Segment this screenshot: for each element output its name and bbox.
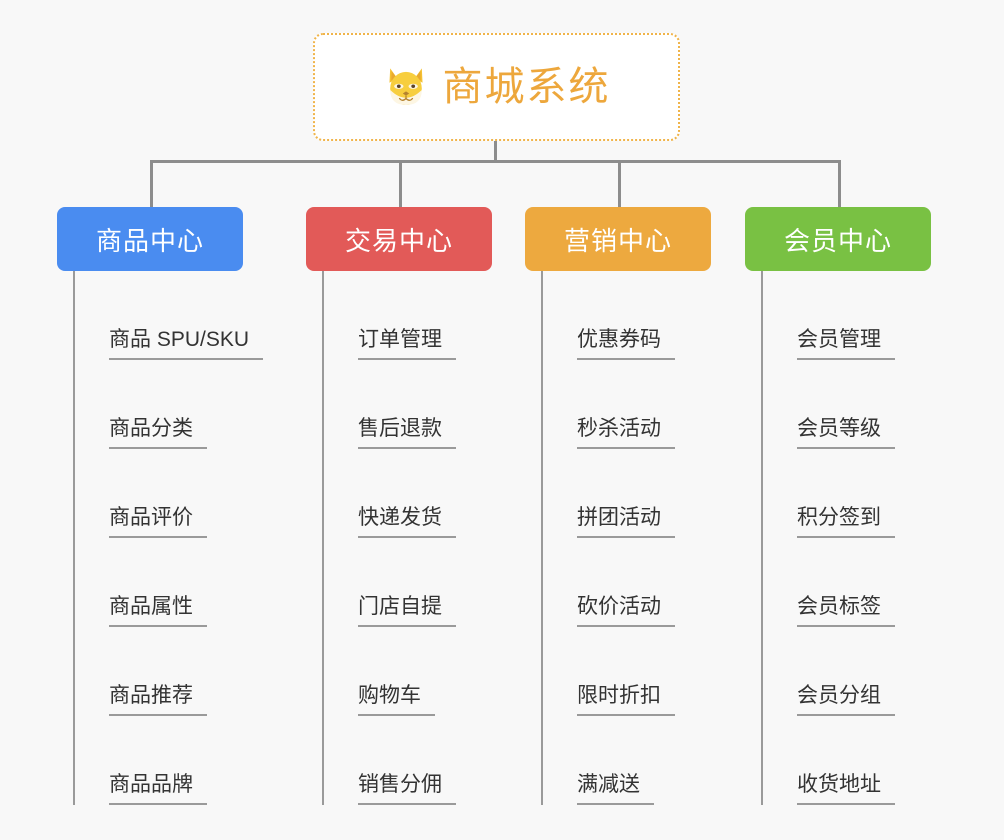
connector-root-stem [494,141,497,162]
branch-column-3: 营销中心 优惠券码 秒杀活动 拼团活动 砍价活动 限时折扣 满减送 [525,207,711,805]
leaf-label: 商品推荐 [109,683,207,716]
leaf-list-2: 订单管理 售后退款 快递发货 门店自提 购物车 销售分佣 [322,271,492,805]
leaf-label: 快递发货 [358,505,456,538]
list-item[interactable]: 积分签到 [763,449,931,538]
leaf-list-4: 会员管理 会员等级 积分签到 会员标签 会员分组 收货地址 [761,271,931,805]
leaf-label: 会员标签 [797,594,895,627]
category-box-3[interactable]: 营销中心 [525,207,711,271]
category-box-1[interactable]: 商品中心 [57,207,243,271]
branch-column-1: 商品中心 商品 SPU/SKU 商品分类 商品评价 商品属性 商品推荐 商品品牌 [57,207,264,805]
root-node[interactable]: 商城系统 [313,33,680,141]
category-box-2[interactable]: 交易中心 [306,207,492,271]
leaf-label: 会员分组 [797,683,895,716]
list-item[interactable]: 会员标签 [763,538,931,627]
list-item[interactable]: 订单管理 [324,271,492,360]
list-item[interactable]: 商品品牌 [75,716,263,805]
leaf-label: 订单管理 [358,327,456,360]
connector-drop-1 [150,160,153,208]
list-item[interactable]: 收货地址 [763,716,931,805]
list-item[interactable]: 会员等级 [763,360,931,449]
branch-column-2: 交易中心 订单管理 售后退款 快递发货 门店自提 购物车 销售分佣 [306,207,492,805]
branch-column-4: 会员中心 会员管理 会员等级 积分签到 会员标签 会员分组 收货地址 [745,207,931,805]
list-item[interactable]: 售后退款 [324,360,492,449]
leaf-label: 销售分佣 [358,772,456,805]
list-item[interactable]: 拼团活动 [543,449,711,538]
leaf-list-1: 商品 SPU/SKU 商品分类 商品评价 商品属性 商品推荐 商品品牌 [73,271,264,805]
list-item[interactable]: 商品推荐 [75,627,263,716]
leaf-label: 商品分类 [109,416,207,449]
leaf-label: 会员等级 [797,416,895,449]
list-item[interactable]: 优惠券码 [543,271,711,360]
leaf-label: 砍价活动 [577,594,675,627]
leaf-label: 商品品牌 [109,772,207,805]
leaf-label: 商品属性 [109,594,207,627]
connector-drop-3 [618,160,621,208]
list-item[interactable]: 购物车 [324,627,492,716]
connector-horizontal-bus [150,160,841,163]
list-item[interactable]: 商品属性 [75,538,263,627]
connector-drop-4 [838,160,841,208]
leaf-label: 限时折扣 [577,683,675,716]
leaf-label: 门店自提 [358,594,456,627]
leaf-label: 收货地址 [797,772,895,805]
leaf-label: 满减送 [577,772,654,805]
list-item[interactable]: 会员分组 [763,627,931,716]
list-item[interactable]: 商品分类 [75,360,263,449]
list-item[interactable]: 会员管理 [763,271,931,360]
leaf-list-3: 优惠券码 秒杀活动 拼团活动 砍价活动 限时折扣 满减送 [541,271,711,805]
list-item[interactable]: 快递发货 [324,449,492,538]
list-item[interactable]: 砍价活动 [543,538,711,627]
leaf-label: 售后退款 [358,416,456,449]
leaf-label: 商品 SPU/SKU [109,327,264,360]
category-box-4[interactable]: 会员中心 [745,207,931,271]
leaf-label: 购物车 [358,683,435,716]
list-item[interactable]: 商品 SPU/SKU [75,271,264,360]
leaf-label: 优惠券码 [577,327,675,360]
list-item[interactable]: 满减送 [543,716,711,805]
list-item[interactable]: 销售分佣 [324,716,492,805]
list-item[interactable]: 商品评价 [75,449,263,538]
leaf-label: 拼团活动 [577,505,675,538]
leaf-label: 会员管理 [797,327,895,360]
leaf-label: 积分签到 [797,505,895,538]
leaf-label: 秒杀活动 [577,416,675,449]
shiba-dog-icon [388,68,423,105]
root-title: 商城系统 [442,65,611,109]
list-item[interactable]: 限时折扣 [543,627,711,716]
list-item[interactable]: 门店自提 [324,538,492,627]
leaf-label: 商品评价 [109,505,207,538]
list-item[interactable]: 秒杀活动 [543,360,711,449]
connector-drop-2 [399,160,402,208]
